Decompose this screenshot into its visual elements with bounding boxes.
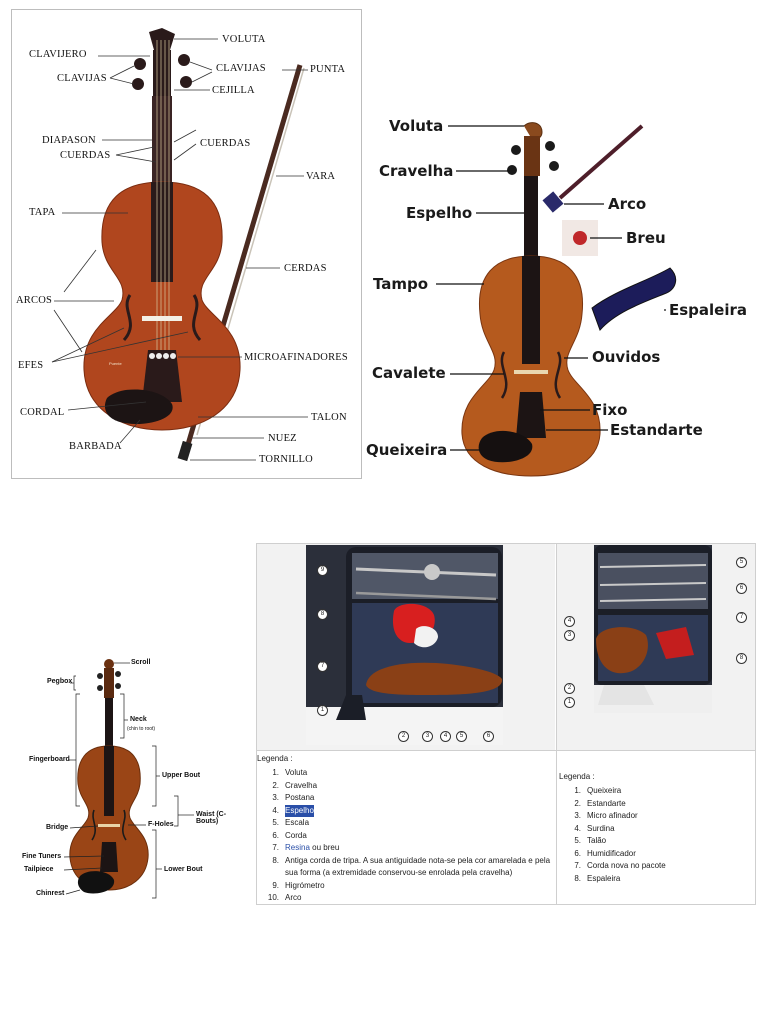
- marker-8: 8: [317, 609, 328, 620]
- label-cuerdas-right: CUERDAS: [200, 138, 251, 149]
- label-arco: Arco: [608, 195, 647, 213]
- legend-right: Legenda : 1.Queixeira 2.Estandarte 3.Mic…: [559, 772, 753, 885]
- label-cerdas: CERDAS: [284, 263, 327, 274]
- marker-2: 2: [398, 731, 409, 742]
- marker-4: 4: [440, 731, 451, 742]
- label-vara: VARA: [306, 171, 336, 182]
- label-espelho: Espelho: [406, 204, 473, 222]
- label-arcos: ARCOS: [16, 295, 53, 306]
- legend-left-item: 4.Espelho: [257, 804, 553, 817]
- legend-left-item: 3.Postana: [272, 793, 315, 802]
- label-ouvidos: Ouvidos: [592, 348, 661, 366]
- marker-right-3: 3: [564, 630, 575, 641]
- label-cejilla: CEJILLA: [212, 85, 255, 96]
- spanish-violin-diagram: CLAVIJERO CLAVIJAS DIAPASON CUERDAS TAPA…: [11, 9, 362, 479]
- legend-left-item: 1.Voluta: [272, 768, 308, 777]
- label-fine-tuners: Fine Tuners: [22, 853, 62, 860]
- label-tapa: TAPA: [29, 207, 56, 218]
- legend-left: Legenda : 1.Voluta 2.Cravelha 3.Postana …: [257, 754, 553, 905]
- label-tampo: Tampo: [373, 275, 429, 293]
- label-cuerdas-left: CUERDAS: [60, 150, 111, 161]
- english-violin-diagram: Scroll Pegbox Neck (chin to root) Finger…: [14, 650, 244, 905]
- label-voluta-es: VOLUTA: [222, 34, 266, 45]
- legend-left-item: 5.Escala: [272, 818, 310, 827]
- legend-right-title: Legenda :: [559, 772, 595, 781]
- legend-right-item: 8.Espaleira: [574, 873, 621, 883]
- marker-5: 5: [456, 731, 467, 742]
- legend-left-item: 8.Antiga corda de tripa. A sua antiguida…: [272, 855, 551, 878]
- marker-1: 1: [317, 705, 328, 716]
- legend-right-item: 3.Micro afinador: [574, 811, 638, 820]
- marker-right-5: 5: [736, 557, 747, 568]
- label-estandarte: Estandarte: [610, 421, 703, 439]
- legend-left-item: 10.Arco: [267, 893, 302, 902]
- label-chin-to-root: (chin to root): [127, 726, 156, 732]
- label-tailpiece: Tailpiece: [24, 866, 54, 873]
- legend-right-item: 6.Humidificador: [574, 848, 636, 858]
- label-tornillo: TORNILLO: [259, 454, 313, 465]
- portuguese-violin-diagram: Voluta Cravelha Espelho Tampo Cavalete Q…: [364, 108, 764, 480]
- marker-right-2: 2: [564, 683, 575, 694]
- label-puente: Puente: [109, 361, 122, 366]
- legend-left-item: 7.Resina ou breu: [272, 843, 340, 852]
- label-nuez: NUEZ: [268, 433, 297, 444]
- label-barbada: BARBADA: [69, 441, 122, 452]
- label-microafinadores: MICROAFINADORES: [244, 352, 348, 363]
- marker-7: 7: [317, 661, 328, 672]
- label-f-holes: F-Holes: [148, 821, 174, 828]
- label-clavijero: CLAVIJERO: [29, 49, 87, 60]
- legend-left-item: 2.Cravelha: [272, 780, 318, 790]
- label-diapason: DIAPASON: [42, 135, 96, 146]
- label-voluta: Voluta: [389, 117, 444, 135]
- label-talon: TALON: [311, 412, 347, 423]
- violin-case-left-drawing: [306, 547, 503, 745]
- marker-right-1: 1: [564, 697, 575, 708]
- label-fixo: Fixo: [592, 401, 628, 419]
- table-divider-horizontal: [257, 750, 755, 751]
- violin-case-photo-right: [594, 545, 712, 713]
- label-cravelha: Cravelha: [379, 162, 454, 180]
- table-divider-vertical: [556, 544, 557, 904]
- legend-right-item: 5.Talão: [574, 836, 607, 845]
- legend-left-item: 6.Corda: [272, 830, 307, 840]
- legend-right-item: 2.Estandarte: [574, 798, 626, 808]
- resina-link[interactable]: Resina: [285, 843, 310, 852]
- marker-right-7: 7: [736, 612, 747, 623]
- label-pegbox: Pegbox: [47, 678, 73, 685]
- portuguese-violin-drawing: [436, 122, 677, 477]
- marker-right-8: 8: [736, 653, 747, 664]
- label-espaleira: Espaleira: [669, 301, 748, 319]
- legend-left-title: Legenda :: [257, 754, 293, 763]
- violin-case-photo-left: 9 8 7 1 2 3 4 5 6: [306, 545, 503, 745]
- marker-right-4: 4: [564, 616, 575, 627]
- legend-right-item: 7.Corda nova no pacote: [574, 861, 666, 870]
- label-lower-bout: Lower Bout: [164, 866, 203, 873]
- marker-3: 3: [422, 731, 433, 742]
- label-waist: Waist (C-Bouts): [196, 811, 227, 825]
- violin-case-right-drawing: [594, 545, 712, 713]
- marker-6: 6: [483, 731, 494, 742]
- marker-9: 9: [317, 565, 328, 576]
- legend-left-item: 9.Higrómetro: [272, 880, 325, 890]
- label-bridge: Bridge: [46, 824, 69, 831]
- label-clavijas-right: CLAVIJAS: [216, 63, 266, 74]
- spanish-violin-drawing: [51, 28, 308, 462]
- label-scroll: Scroll: [131, 659, 151, 666]
- label-clavijas-left: CLAVIJAS: [57, 73, 107, 84]
- label-queixeira: Queixeira: [366, 441, 448, 459]
- label-punta: PUNTA: [310, 64, 346, 75]
- label-cordal: CORDAL: [20, 407, 65, 418]
- label-chinrest: Chinrest: [36, 890, 65, 897]
- legend-right-item: 1.Queixeira: [574, 786, 622, 795]
- label-upper-bout: Upper Bout: [162, 772, 201, 779]
- legend-right-item: 4.Surdina: [574, 823, 615, 833]
- label-cavalete: Cavalete: [372, 364, 446, 382]
- label-neck: Neck: [130, 716, 147, 723]
- label-fingerboard: Fingerboard: [29, 756, 70, 763]
- label-efes: EFES: [18, 360, 44, 371]
- marker-right-6: 6: [736, 583, 747, 594]
- english-violin-drawing: [63, 659, 194, 899]
- label-breu: Breu: [626, 229, 666, 247]
